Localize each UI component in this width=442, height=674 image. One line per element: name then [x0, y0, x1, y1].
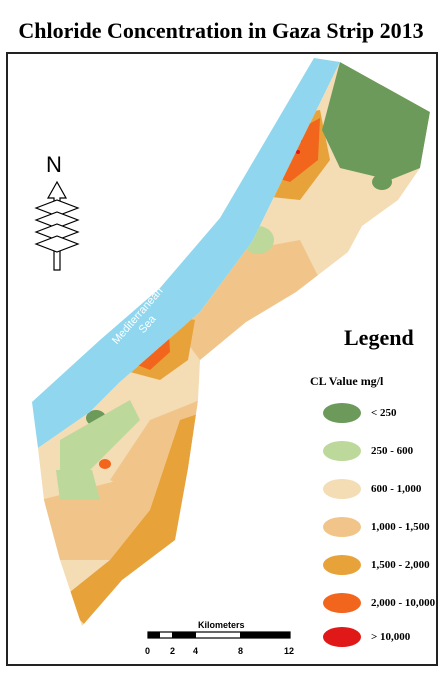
legend-item: 250 - 600	[323, 441, 413, 461]
legend-item: > 10,000	[323, 627, 410, 647]
legend-swatch	[323, 593, 361, 613]
scale-tick-label: 0	[145, 646, 151, 656]
legend-item: 2,000 - 10,000	[323, 593, 435, 613]
legend-swatch	[323, 441, 361, 461]
north-label: N	[46, 152, 62, 177]
legend-label: > 10,000	[371, 631, 411, 643]
legend-swatch	[323, 555, 361, 575]
scale-title: Kilometers	[198, 620, 245, 630]
sea-area	[32, 58, 340, 448]
legend-swatch	[323, 627, 361, 647]
legend-item: 1,000 - 1,500	[323, 517, 430, 537]
legend-title: Legend	[344, 325, 414, 350]
legend-label: 600 - 1,000	[371, 483, 422, 495]
zone-250-600	[60, 400, 140, 470]
legend-item: 600 - 1,000	[323, 479, 421, 499]
scale-bar	[147, 631, 291, 639]
scale-tick-label: 12	[284, 646, 295, 656]
legend-item: < 250	[323, 403, 397, 423]
map-frame	[6, 52, 438, 666]
zone-above-10000	[296, 150, 300, 154]
zone-2000-10000	[99, 459, 111, 469]
zone-1500-2000	[60, 410, 210, 626]
legend-swatch	[323, 403, 361, 423]
legend-label: < 250	[371, 407, 397, 419]
scale-tick-label: 2	[170, 646, 176, 656]
legend-swatch	[323, 517, 361, 537]
legend-subtitle: CL Value mg/l	[310, 374, 384, 388]
legend-label: 1,000 - 1,500	[371, 521, 430, 533]
zone-below-250	[372, 174, 392, 190]
legend-label: 1,500 - 2,000	[371, 559, 430, 571]
scale-tick-label: 8	[238, 646, 244, 656]
map-title: Chloride Concentration in Gaza Strip 201…	[18, 18, 424, 43]
zone-below-250	[322, 62, 430, 180]
legend-swatch	[323, 479, 361, 499]
scale-tick-label: 4	[193, 646, 199, 656]
legend-label: 250 - 600	[371, 445, 414, 457]
zone-250-600	[56, 470, 100, 500]
legend-item: 1,500 - 2,000	[323, 555, 430, 575]
legend-label: 2,000 - 10,000	[371, 597, 436, 609]
north-arrow-icon	[34, 180, 80, 271]
